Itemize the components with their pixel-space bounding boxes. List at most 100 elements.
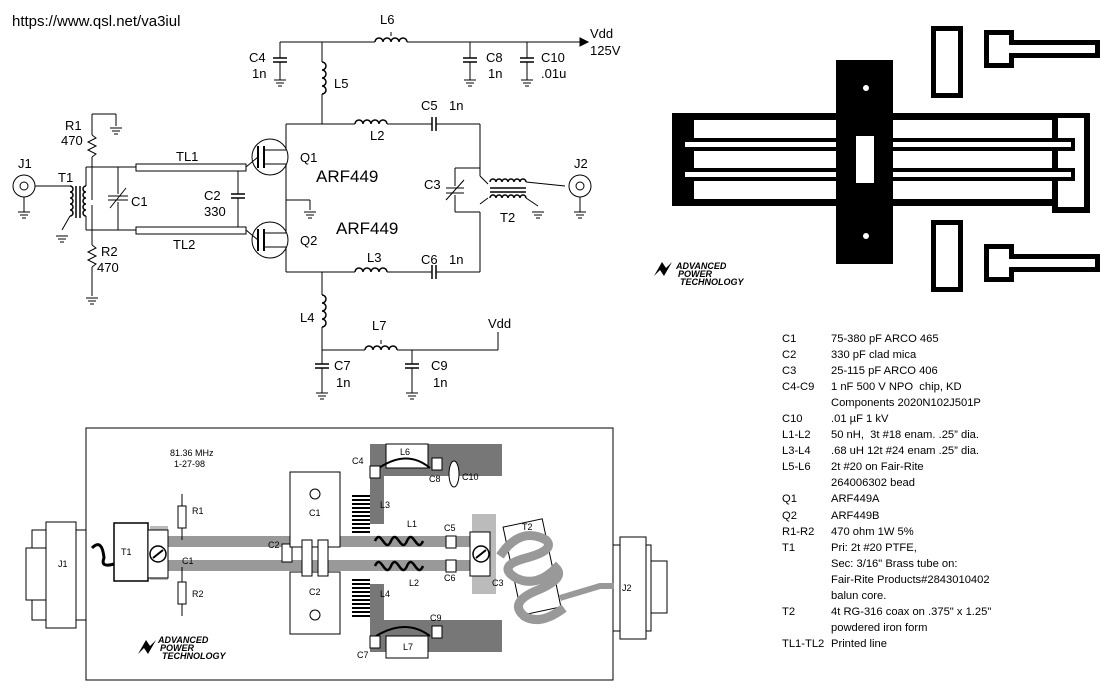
- label-q1-part: ARF449: [316, 167, 378, 186]
- pcb-label-q1: C1: [309, 508, 321, 518]
- c10-capacitor: [519, 57, 535, 63]
- label-c6: C6: [421, 252, 438, 267]
- part-desc: Sec: 3/16" Brass tube on:: [831, 557, 958, 570]
- parts-list-row: C10.01 µF 1 kV: [782, 411, 991, 427]
- logo-bottom-line1: ADVANCED: [157, 635, 209, 645]
- part-desc: 4t RG-316 coax on .375" x 1.25": [831, 605, 992, 618]
- parts-list-row: T2 4t RG-316 coax on .375" x 1.25": [782, 604, 991, 620]
- part-desc: Pri: 2t #20 PTFE,: [831, 541, 917, 554]
- pcb-artwork: [672, 26, 1100, 292]
- label-vdd-top-value: 125V: [590, 43, 621, 58]
- label-vdd-bottom: Vdd: [488, 316, 511, 331]
- pcb-label-c1: C1: [182, 556, 194, 566]
- part-desc: Printed line: [831, 637, 887, 650]
- part-ref: L3-L4: [782, 445, 811, 458]
- part-ref: C2: [782, 349, 797, 362]
- l2-inductor: [354, 119, 388, 125]
- part-ref: Q1: [782, 493, 797, 506]
- parts-list-row: Sec: 3/16" Brass tube on:: [782, 556, 991, 572]
- pcb-label-l4: L4: [380, 589, 390, 599]
- label-c10: C10: [541, 50, 565, 65]
- logo-bottom-line2: POWER: [160, 643, 195, 653]
- pcb-label-c10: C10: [462, 472, 479, 482]
- j1-connector: [12, 174, 36, 198]
- label-q2: Q2: [300, 233, 317, 248]
- label-c7: C7: [334, 358, 351, 373]
- t1-transformer: [69, 185, 74, 217]
- c5-capacitor: [431, 116, 437, 132]
- j2-connector: [568, 174, 592, 198]
- c4-capacitor: [272, 57, 288, 63]
- logo-bottom-line3: TECHNOLOGY: [162, 651, 226, 661]
- label-c2-value: 330: [204, 204, 226, 219]
- pcb-frequency: 81.36 MHz: [170, 448, 214, 458]
- logo-top-line1: ADVANCED: [675, 261, 727, 271]
- apt-logo-bottom: ADVANCED POWER TECHNOLOGY: [138, 635, 226, 661]
- pcb-label-c5: C5: [444, 523, 456, 533]
- pcb-label-j1: J1: [58, 559, 68, 569]
- parts-list-row: Q1 ARF449A: [782, 491, 991, 507]
- part-desc: 25-115 pF ARCO 406: [831, 365, 938, 378]
- schematic-labels: J1 J2 T1 T2 R1 470 R2 470 C1 C2 330 C3 C…: [18, 12, 621, 390]
- part-ref: Q2: [782, 509, 797, 522]
- pcb-label-c8: C8: [429, 474, 441, 484]
- part-desc: 75-380 pF ARCO 465: [831, 333, 939, 345]
- part-ref: [782, 475, 831, 491]
- label-l3: L3: [367, 250, 381, 265]
- label-c3: C3: [424, 177, 441, 192]
- pcb-label-t1: T1: [121, 547, 132, 557]
- c2-capacitor: [230, 193, 246, 199]
- parts-list-row: powdered iron form: [782, 620, 991, 636]
- part-ref: T2: [782, 605, 796, 618]
- part-ref: [782, 588, 831, 604]
- l4-inductor: [321, 294, 327, 328]
- pcb-label-j2: J2: [622, 583, 632, 593]
- parts-list-row: balun core.: [782, 588, 991, 604]
- part-desc: 264006302 bead: [831, 477, 915, 490]
- pcb-label-l6: L6: [400, 447, 410, 457]
- label-r1-value: 470: [61, 133, 83, 148]
- pcb-label-r1: R1: [192, 506, 204, 516]
- part-desc: ARF449A: [831, 493, 880, 506]
- apt-logo-top: ADVANCED POWER TECHNOLOGY: [654, 261, 744, 287]
- logo-top-line2: POWER: [678, 269, 713, 279]
- label-l5: L5: [334, 76, 348, 91]
- part-ref: C10: [782, 413, 803, 426]
- label-c10-value: .01u: [541, 66, 566, 81]
- pcb-date: 1-27-98: [174, 459, 205, 469]
- l6-inductor: [374, 37, 408, 43]
- label-c7-value: 1n: [336, 375, 350, 390]
- part-ref: C1: [782, 333, 797, 345]
- part-ref: L5-L6: [782, 461, 811, 474]
- pcb-layout: [25, 427, 668, 681]
- pcb-label-l2: L2: [409, 578, 419, 588]
- c8-capacitor: [462, 57, 478, 63]
- part-desc: 470 ohm 1W 5%: [831, 525, 914, 538]
- tl1-line: [135, 163, 247, 172]
- pcb-label-c6: C6: [444, 573, 456, 583]
- label-c9: C9: [431, 358, 448, 373]
- label-tl2: TL2: [173, 237, 195, 252]
- label-vdd-top: Vdd: [590, 26, 613, 41]
- pcb-label-c4: C4: [352, 456, 364, 466]
- pcb-label-l7: L7: [403, 642, 413, 652]
- label-t1: T1: [58, 170, 73, 185]
- label-c8-value: 1n: [488, 66, 502, 81]
- pcb-label-r2: R2: [192, 589, 204, 599]
- label-c5-value: 1n: [449, 98, 463, 113]
- label-r1: R1: [65, 118, 82, 133]
- label-q2-part: ARF449: [336, 219, 398, 238]
- part-desc: 2t #20 on Fair-Rite: [831, 461, 924, 474]
- pcb-label-q2: C2: [309, 587, 321, 597]
- parts-list-row: L3-L4.68 uH 12t #24 enam .25” dia.: [782, 443, 991, 459]
- label-c9-value: 1n: [433, 375, 447, 390]
- part-ref: [782, 395, 831, 411]
- label-c5: C5: [421, 98, 438, 113]
